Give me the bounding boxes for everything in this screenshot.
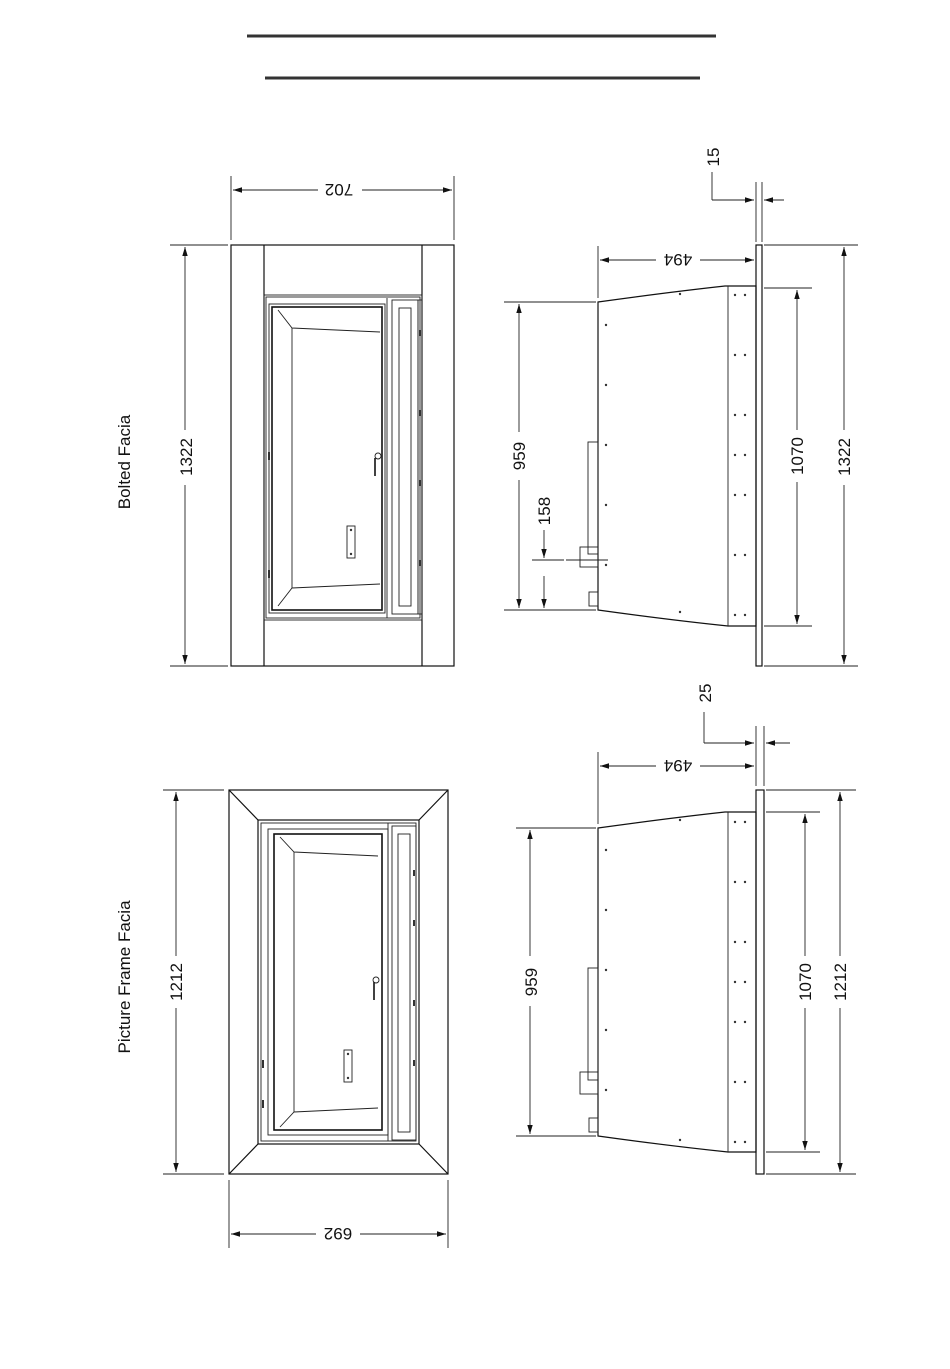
frame-front-view <box>229 790 448 1174</box>
dim-bolted-height: 1322 <box>177 438 196 476</box>
dim-bolted-flange: 15 <box>704 148 723 167</box>
bolted-side-view <box>566 245 762 666</box>
frame-facia-inner <box>258 820 419 1144</box>
dim-frame-facia-inner: 1070 <box>796 963 815 1001</box>
bolted-front-view <box>231 245 454 666</box>
frame-side-view <box>580 790 764 1174</box>
bolted-door-glass <box>272 307 382 610</box>
dim-bolted-width: 702 <box>325 180 353 199</box>
title-block <box>247 36 716 78</box>
dim-frame-depth: 494 <box>664 756 692 775</box>
frame-door-glass <box>274 834 382 1130</box>
frame-side-facia <box>756 790 764 1174</box>
dim-frame-width: 692 <box>324 1224 352 1243</box>
dim-frame-flange: 25 <box>696 684 715 703</box>
dim-bolted-facia-inner: 1070 <box>788 437 807 475</box>
dim-bolted-facia-height: 1322 <box>835 438 854 476</box>
caption-bolted-facia: Bolted Facia <box>115 414 134 509</box>
frame-side-dims: 25 494 959 1070 1212 <box>516 684 856 1174</box>
frame-front-dims: 1212 692 <box>163 790 448 1248</box>
dim-frame-facia-height: 1212 <box>831 963 850 1001</box>
caption-picture-frame-facia: Picture Frame Facia <box>115 900 134 1054</box>
frame-side-body <box>598 812 756 1152</box>
bolted-door-frame <box>264 295 422 620</box>
bolted-side-dims: 15 494 959 158 1070 1322 <box>504 148 858 666</box>
bolted-side-body <box>598 286 756 626</box>
dim-frame-height: 1212 <box>167 963 186 1001</box>
dim-bolted-depth: 494 <box>664 250 692 269</box>
bolted-side-facia <box>756 245 762 666</box>
dim-bolted-body-height: 959 <box>510 442 529 470</box>
frame-facia-outline <box>229 790 448 1174</box>
dim-frame-body-height: 959 <box>522 968 541 996</box>
dim-bolted-offset: 158 <box>535 497 554 525</box>
